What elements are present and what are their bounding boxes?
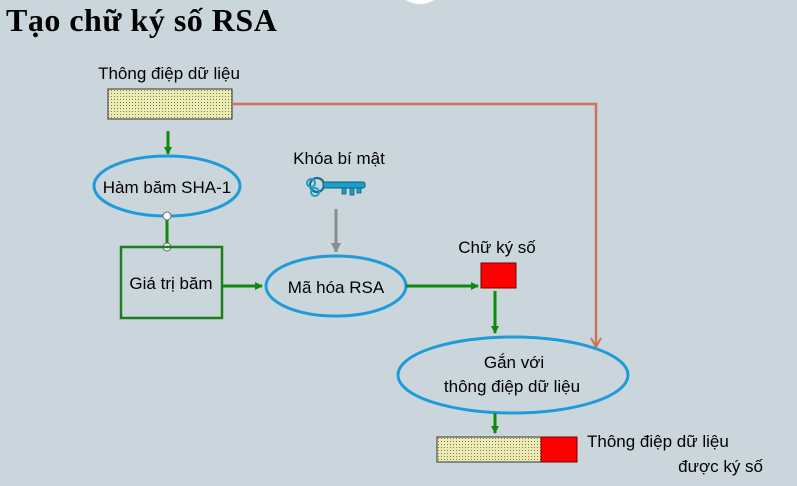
signed-label-line2: được ký số [678,457,763,476]
signature-label: Chữ ký số [458,238,536,257]
attach-node [396,335,630,415]
hash-value-label: Giá trị băm [129,274,212,293]
private-key-label: Khóa bí mật [293,149,385,168]
message-label: Thông điệp dữ liệu [98,64,240,83]
key-icon [306,176,366,197]
signed-message-block [436,436,542,463]
signed-label-line1: Thông điệp dữ liệu [587,432,729,451]
signed-signature-block [540,436,578,463]
signature-block [480,262,517,289]
attach-label-line1: Gắn với [484,353,544,372]
attach-label-line2: thông điệp dữ liệu [444,377,580,396]
hash-value-node [119,245,224,320]
message-block [107,88,233,120]
arrow-message-to-attach [232,102,596,347]
decorative-circle [398,0,442,4]
slide-title: Tạo chữ ký số RSA [6,2,278,38]
hash-function-label: Hàm băm SHA-1 [103,178,231,197]
rsa-encrypt-label: Mã hóa RSA [288,278,385,297]
connector-dot-top [162,211,172,221]
